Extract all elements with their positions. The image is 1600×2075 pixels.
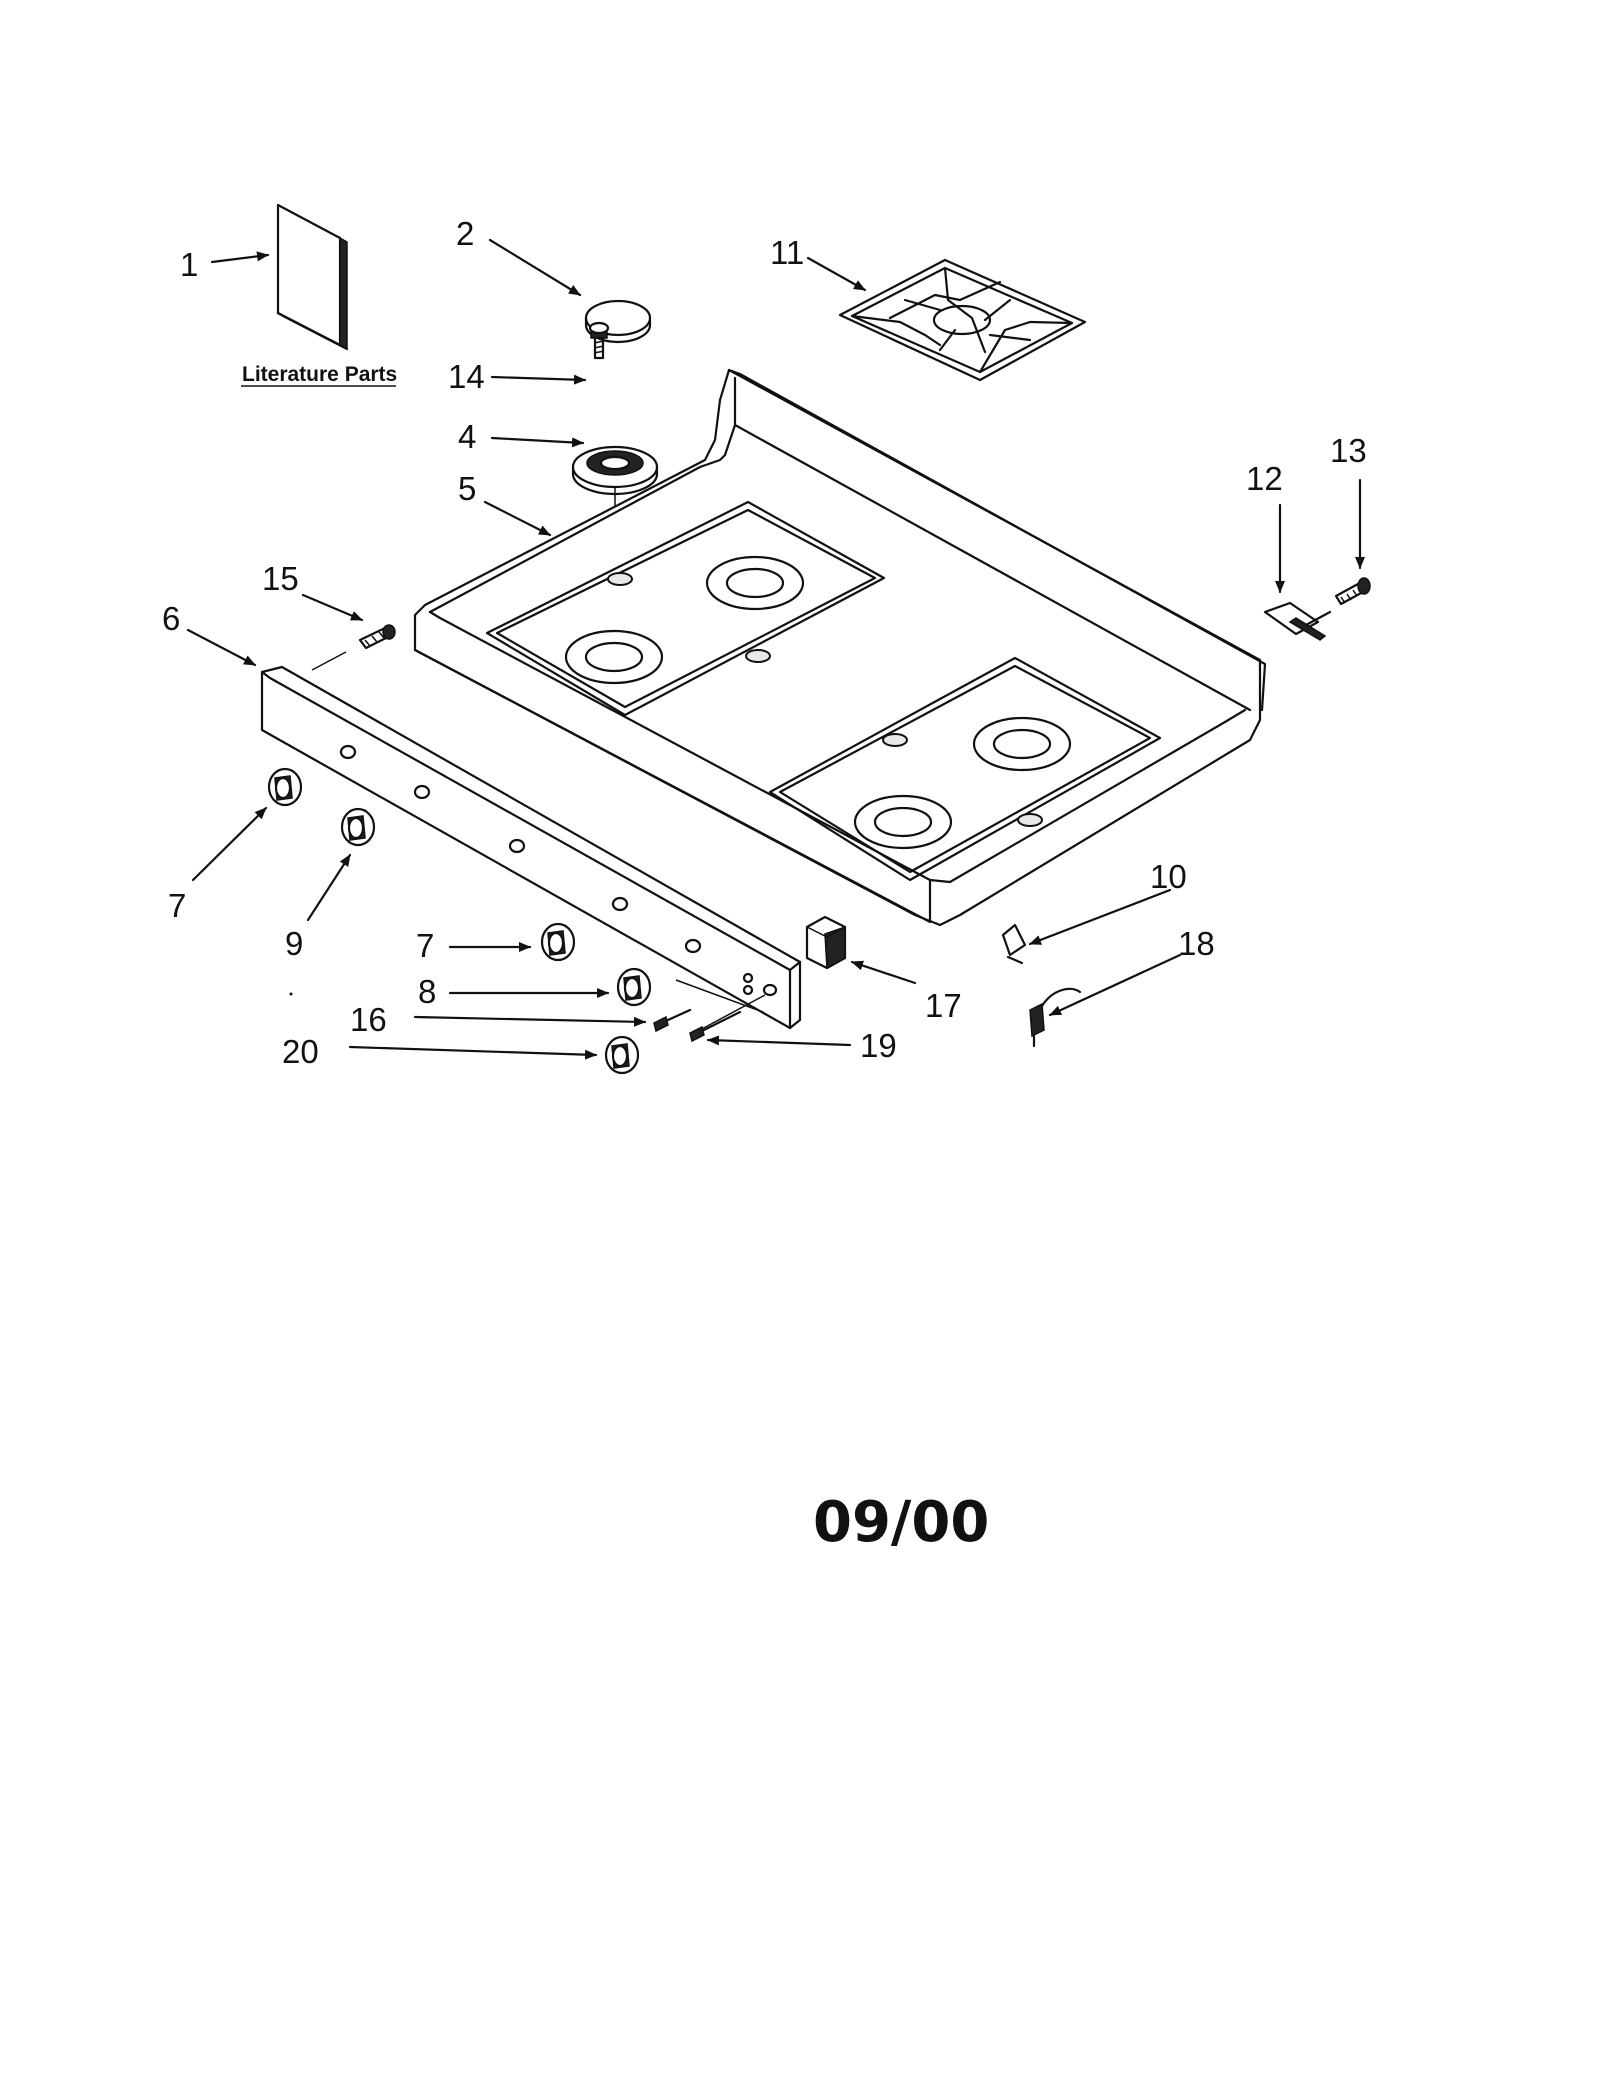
callout-4: 4	[458, 418, 476, 455]
stray-dot	[289, 992, 293, 996]
screw-16	[653, 1008, 692, 1033]
screw-19	[689, 1010, 742, 1043]
callout-7-center: 7	[416, 927, 434, 964]
callout-15: 15	[262, 560, 299, 597]
igniter-bracket	[1263, 601, 1332, 641]
screw-13	[1334, 577, 1371, 606]
callout-11: 11	[770, 234, 804, 271]
callout-8: 8	[418, 973, 436, 1010]
cooktop	[413, 368, 1267, 927]
knob-middle-left	[340, 807, 376, 847]
callout-12: 12	[1246, 460, 1283, 497]
literature-booklet	[276, 203, 349, 351]
screw-15	[358, 624, 396, 650]
callout-16: 16	[350, 1001, 387, 1038]
callout-6: 6	[162, 600, 180, 637]
callout-10: 10	[1150, 858, 1187, 895]
literature-parts-label: Literature Parts	[242, 363, 397, 386]
screw-14	[588, 321, 610, 360]
wire-harness-18	[1029, 987, 1082, 1048]
leader-arrows	[186, 238, 1365, 1060]
screw-15-guide	[311, 651, 347, 671]
callout-18: 18	[1178, 925, 1215, 962]
callout-9: 9	[285, 925, 303, 962]
callout-2: 2	[456, 215, 474, 252]
callout-13: 13	[1330, 432, 1367, 469]
panel-guide-line-2	[699, 994, 766, 1031]
callout-17: 17	[925, 987, 962, 1024]
callout-20: 20	[282, 1033, 319, 1070]
callout-19: 19	[860, 1027, 897, 1064]
panel-guide-line	[675, 979, 764, 1013]
knob-bottom	[604, 1035, 640, 1075]
knob-upper-left	[267, 767, 303, 807]
callout-14: 14	[448, 358, 485, 395]
switch-block-17	[805, 915, 847, 970]
knob-center	[540, 922, 576, 962]
burner-grate	[838, 258, 1087, 382]
manifold-panel	[260, 665, 802, 1030]
date-code: 09/00	[813, 1490, 989, 1555]
callout-1: 1	[180, 246, 198, 283]
callout-5: 5	[458, 470, 476, 507]
burner-head	[571, 445, 659, 496]
callout-7-left: 7	[168, 887, 186, 924]
clip-10	[1001, 923, 1027, 965]
knob-lower-center	[616, 967, 652, 1007]
